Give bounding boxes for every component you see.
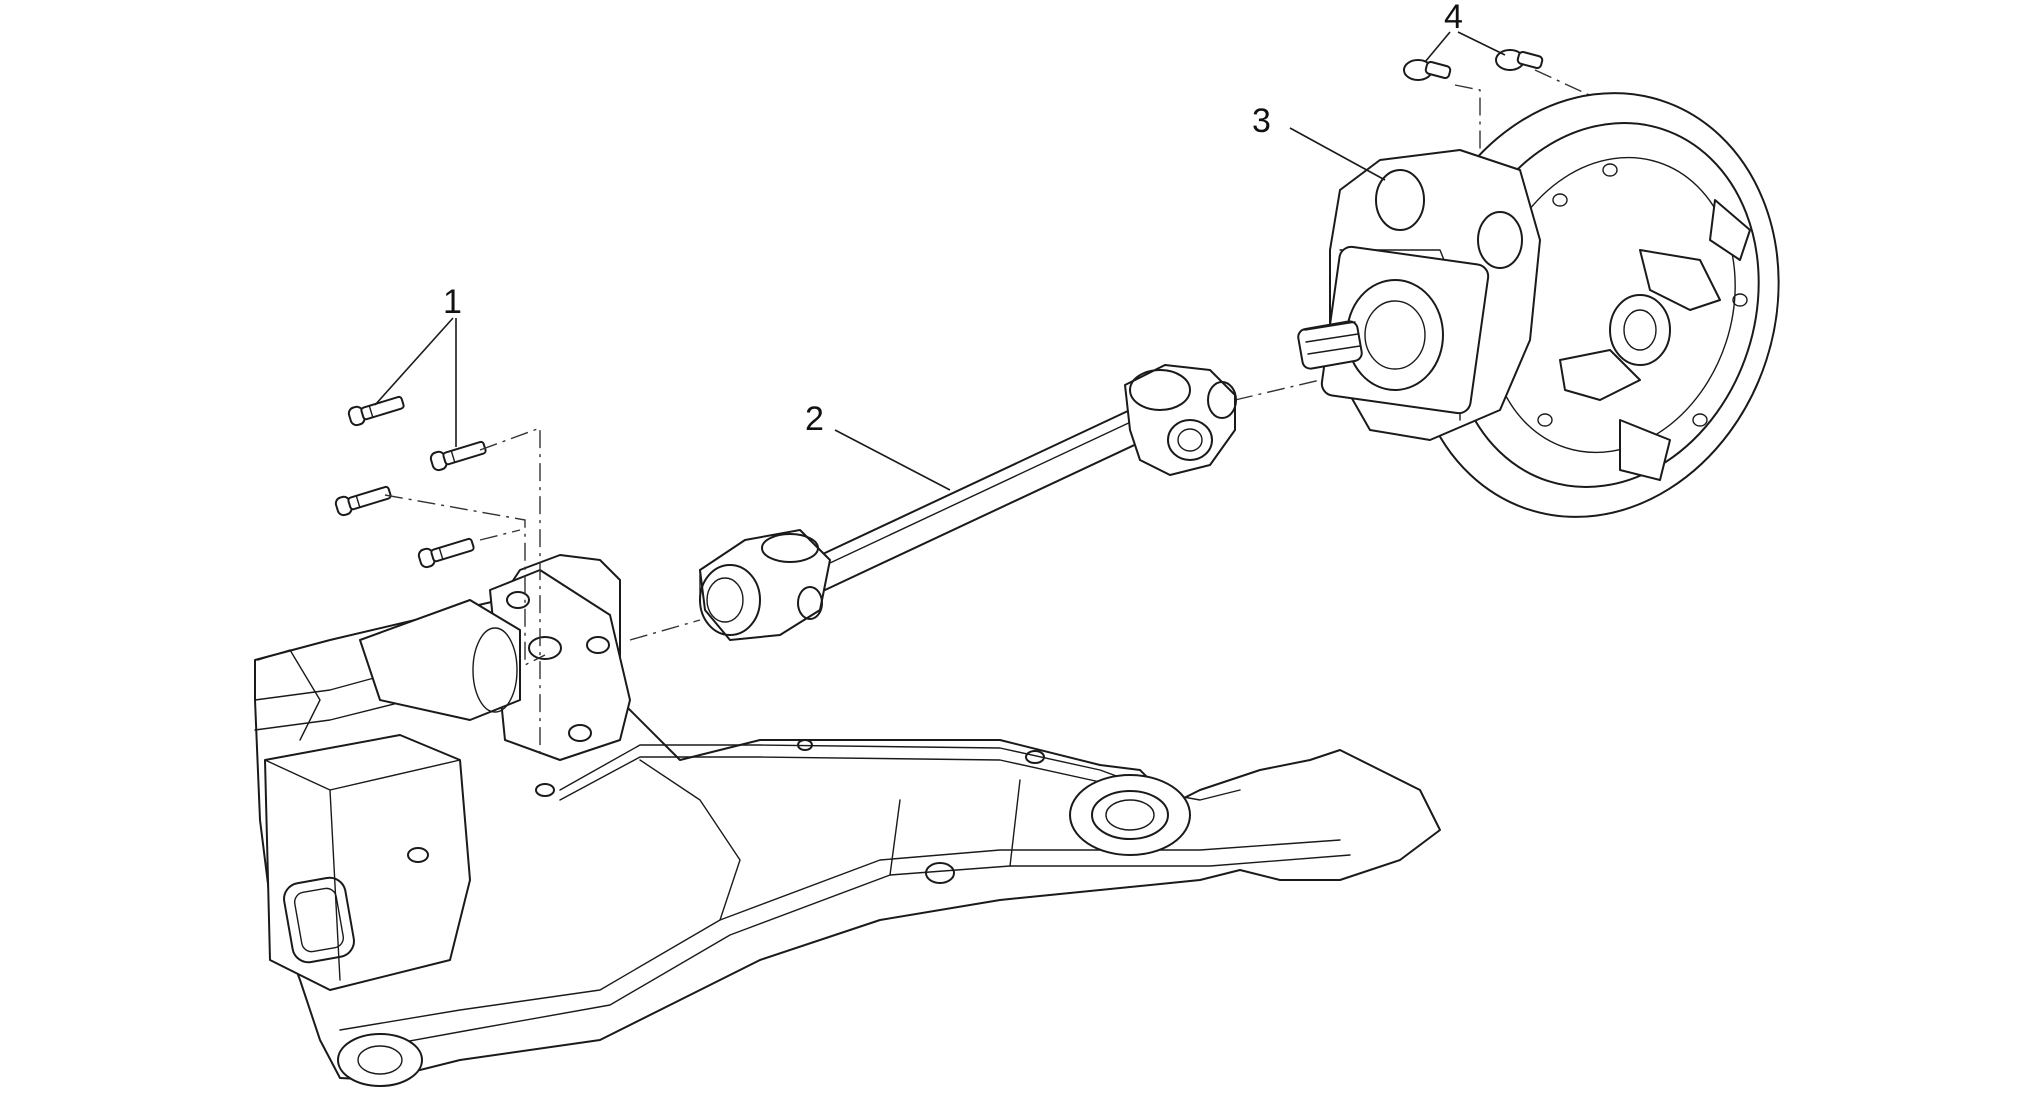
screw-icon xyxy=(334,395,487,569)
cardan-shaft-icon xyxy=(699,364,1237,641)
small-screw-icon xyxy=(1403,49,1544,81)
final-drive-icon xyxy=(1297,92,1780,518)
callout-1: 1 xyxy=(443,283,462,321)
callout-2: 2 xyxy=(805,400,824,438)
assembly-centerlines xyxy=(384,69,1601,755)
swingarm xyxy=(254,554,1441,1087)
callout-3: 3 xyxy=(1252,102,1271,140)
callout-4: 4 xyxy=(1444,0,1463,36)
callout-leaders xyxy=(374,31,1506,491)
